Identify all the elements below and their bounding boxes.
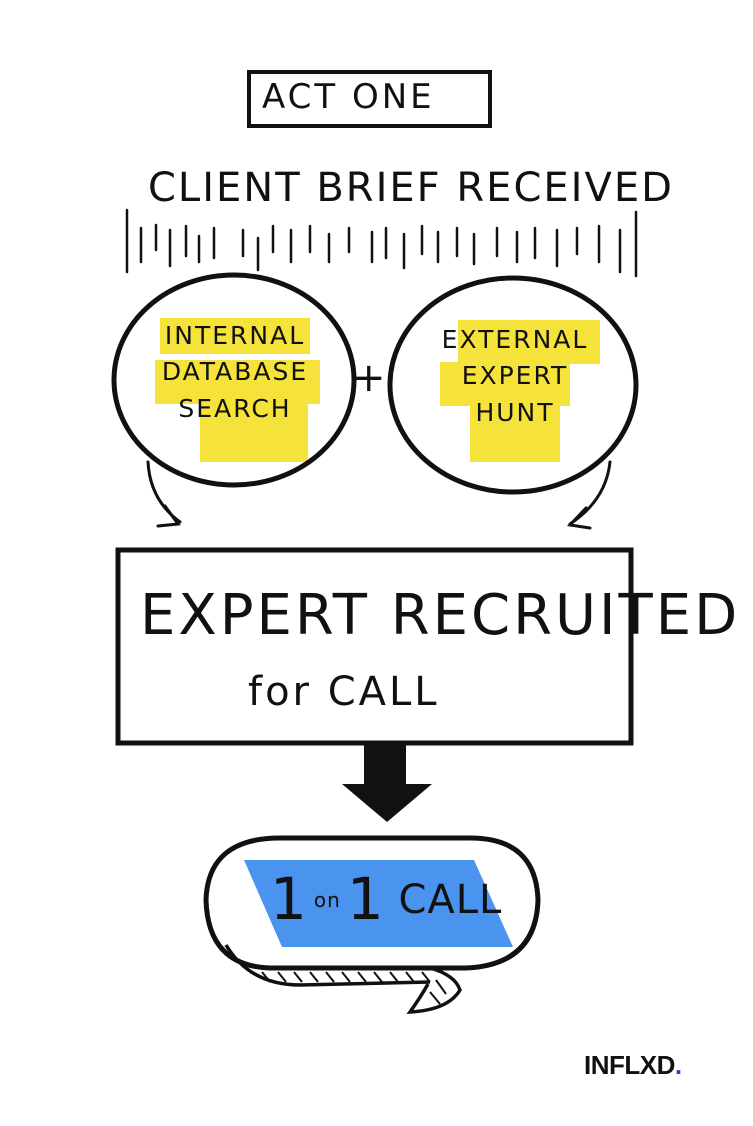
call-num-2: 1 [346,865,385,933]
recruited-box [115,547,634,746]
call-bubble [203,835,541,971]
bubble-tail [224,944,462,1014]
client-brief-label: CLIENT BRIEF RECEIVED [148,165,674,211]
plus-sign: + [352,355,386,401]
call-word: CALL [398,877,503,923]
brand-logo: INFLXD. [584,1052,682,1078]
call-num-1: 1 [270,865,308,933]
bubble-tail-hatching [261,971,447,1005]
brand-name: INFLXD [584,1050,675,1080]
external-line-1: EXTERNAL [441,325,589,354]
external-circle [387,275,639,495]
act-one-label: ACT ONE [262,77,435,117]
brand-dot: . [674,1050,682,1080]
internal-database-search-text: INTERNAL DATABASE SEARCH [150,318,320,427]
external-line-3: HUNT [475,397,555,427]
act-one-frame [247,70,492,128]
internal-circle [111,272,357,488]
left-curved-arrow [146,460,182,528]
internal-highlight [155,318,320,462]
internal-line-2: DATABASE [161,357,309,387]
down-arrow [342,745,432,822]
call-highlight [244,860,513,947]
internal-line-1: INTERNAL [164,321,306,350]
external-expert-hunt-text: EXTERNAL EXPERT HUNT [430,322,600,431]
right-curved-arrow [566,460,612,530]
expert-recruited-label: EXPERT RECRUITED [140,583,741,648]
internal-line-3: SEARCH [178,393,292,423]
for-call-label: for CALL [248,669,440,715]
brief-rain-lines [125,208,638,278]
call-on: on [313,888,341,912]
external-line-2: EXPERT [461,361,569,391]
external-highlight [440,320,600,462]
